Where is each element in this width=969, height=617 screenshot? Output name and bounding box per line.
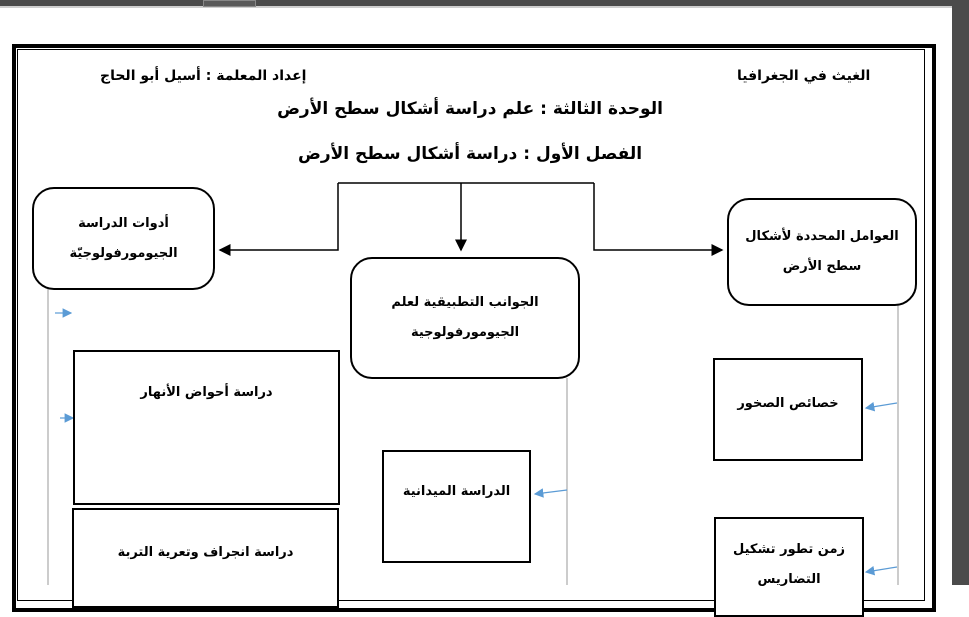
box-line: التضاريس bbox=[757, 572, 821, 587]
box-line: الجوانب التطبيقية لعلم bbox=[391, 295, 539, 310]
box-line: الجيومورفولوجية bbox=[410, 325, 520, 340]
applied-aspects-box: الجوانب التطبيقية لعلم الجيومورفولوجية bbox=[350, 257, 580, 379]
box-label: دراسة أحواض الأنهار bbox=[140, 385, 273, 400]
box-line: الجيومورفولوجيّة bbox=[69, 245, 178, 261]
site-name: الغيث في الجغرافيا bbox=[737, 68, 871, 84]
box-line: العوامل المحددة لأشكال bbox=[745, 229, 899, 244]
box-label: الدراسة الميدانية bbox=[402, 484, 511, 499]
chapter-title: الفصل الأول : دراسة أشكال سطح الأرض bbox=[297, 144, 643, 164]
unit-title: الوحدة الثالثة : علم دراسة أشكال سطح الأ… bbox=[277, 99, 663, 119]
box-line: زمن تطور تشكيل bbox=[732, 542, 846, 557]
determining-factors-box: العوامل المحددة لأشكال سطح الأرض bbox=[727, 198, 917, 306]
landform-time-box: زمن تطور تشكيل التضاريس bbox=[714, 517, 864, 617]
soil-erosion-box: دراسة انجراف وتعرية التربة bbox=[72, 508, 339, 608]
author-credit: إعداد المعلمة : أسيل أبو الحاج bbox=[100, 68, 307, 84]
box-label: دراسة انجراف وتعرية التربة bbox=[117, 545, 294, 560]
toolbar-tab[interactable] bbox=[203, 0, 256, 7]
viewer-scroll-area[interactable] bbox=[952, 0, 969, 585]
rock-properties-box: خصائص الصخور bbox=[713, 358, 863, 461]
river-basins-box: دراسة أحواض الأنهار bbox=[73, 350, 340, 505]
geomorphology-tools-box: أدوات الدراسة الجيومورفولوجيّة bbox=[32, 187, 215, 290]
viewer-toolbar bbox=[0, 0, 969, 8]
connector-lines bbox=[47, 182, 899, 585]
field-study-box: الدراسة الميدانية bbox=[382, 450, 531, 563]
box-line: أدوات الدراسة bbox=[78, 215, 169, 231]
box-label: خصائص الصخور bbox=[737, 396, 839, 411]
box-line: سطح الأرض bbox=[782, 259, 862, 274]
